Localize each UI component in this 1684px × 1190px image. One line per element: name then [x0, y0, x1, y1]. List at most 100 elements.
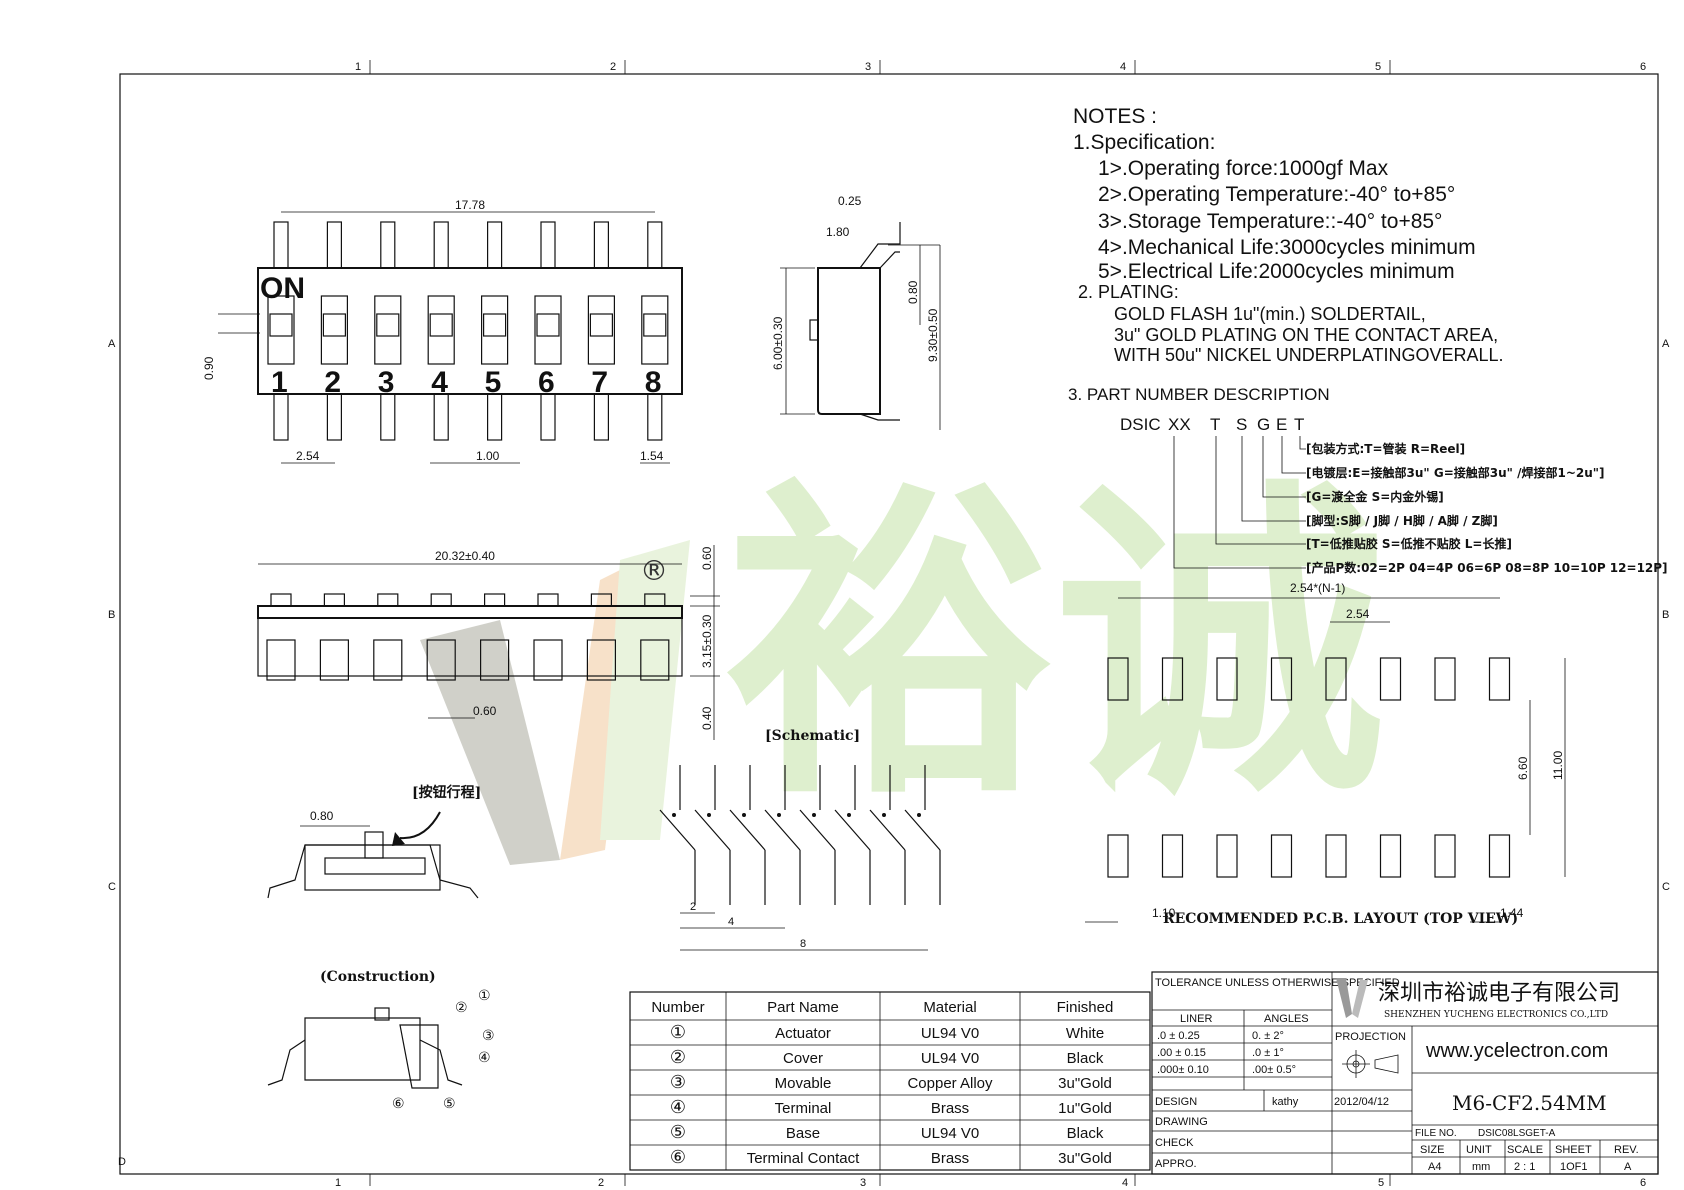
side-dim-d5: 9.30±0.50 [926, 308, 940, 362]
bom-cell: Brass [931, 1150, 969, 1167]
row-label: B [108, 609, 115, 621]
notes: NOTES : 1.Specification: 1>.Operating fo… [1068, 105, 1668, 575]
pcb-dim-inner: 6.60 [1516, 756, 1530, 780]
scale-value: 2 : 1 [1514, 1161, 1535, 1173]
pn-desc-item: [脚型:S脚 / J脚 / H脚 / A脚 / Z脚] [1306, 513, 1498, 528]
spec-item: 4>.Mechanical Life:3000cycles minimum [1098, 236, 1476, 259]
col-label: 5 [1378, 1177, 1384, 1189]
pn-desc-item: [电镀层:E=接触部3u" G=接触部3u" /焊接部1~2u"] [1306, 465, 1605, 480]
pn-code-part: XX [1168, 415, 1191, 434]
bom-cell: 1u"Gold [1058, 1100, 1112, 1117]
switch-actuator [429, 313, 453, 337]
pn-code-part: E [1276, 415, 1287, 434]
plating-item: 3u" GOLD PLATING ON THE CONTACT AREA, [1114, 325, 1498, 345]
bom-cell: ② [670, 1047, 686, 1068]
dim-pitch: 2.54 [296, 449, 320, 463]
plating-title: 2. PLATING: [1078, 282, 1179, 302]
bom-cell: Black [1067, 1050, 1104, 1067]
switch-actuator [322, 313, 346, 337]
sheet-value: 1OF1 [1560, 1161, 1588, 1173]
sheet-label: SHEET [1555, 1144, 1592, 1156]
pn-code-part: G [1257, 415, 1270, 434]
front-dim-length: 20.32±0.40 [435, 549, 495, 563]
sheet-border [119, 73, 1659, 1175]
stroke-dim: 0.80 [310, 809, 334, 823]
bom-cell: Terminal Contact [747, 1150, 860, 1167]
front-actuator [323, 593, 345, 607]
bom-header: Finished [1057, 999, 1114, 1016]
pcb-pad [1107, 834, 1129, 878]
column-ticks [369, 60, 1391, 1186]
bom-cell: ③ [670, 1072, 686, 1093]
schem-contact [917, 813, 921, 817]
company-en: SHENZHEN YUCHENG ELECTRONICS CO.,LTD [1384, 1010, 1608, 1020]
drawing-label: DRAWING [1155, 1116, 1208, 1128]
plating-item: WITH 50u" NICKEL UNDERPLATINGOVERALL. [1114, 345, 1504, 365]
tol-angle: .00± 0.5° [1252, 1064, 1296, 1076]
tol-liner: .000± 0.10 [1157, 1064, 1209, 1076]
pcb-title: RECOMMENDED P.C.B. LAYOUT (TOP VIEW) [1163, 911, 1518, 927]
pn-leader [1241, 436, 1306, 522]
spec-item: 5>.Electrical Life:2000cycles minimum [1098, 260, 1455, 283]
size-value: A4 [1428, 1161, 1441, 1173]
schem-blade [904, 809, 941, 851]
schematic-title: [Schematic] [765, 728, 860, 744]
projection-label: PROJECTION [1335, 1031, 1406, 1043]
check-label: CHECK [1155, 1137, 1194, 1149]
switch-slot [374, 295, 402, 365]
row-label: C [1662, 881, 1670, 893]
file-no-label: FILE NO. [1415, 1128, 1457, 1139]
scale-label: SCALE [1507, 1144, 1543, 1156]
switch-number: 6 [538, 366, 555, 399]
front-dim-bottom: 0.40 [700, 706, 714, 730]
row-label: B [1662, 609, 1669, 621]
pn-code-prefix: DSIC [1120, 415, 1161, 434]
tol-angle: .0 ± 1° [1252, 1047, 1284, 1059]
front-dim-lead: 0.60 [473, 704, 497, 718]
bottom-pin [380, 393, 396, 441]
pcb-dim-pitch: 2.54 [1346, 607, 1370, 621]
bom-header: Material [923, 999, 976, 1016]
front-actuator [590, 593, 613, 607]
top-pin [540, 221, 556, 269]
schem-blade [764, 809, 801, 851]
front-dim-body: 3.15±0.30 [700, 614, 714, 668]
col-label: 3 [860, 1177, 866, 1189]
pcb-pad [1325, 657, 1347, 701]
schem-blade [869, 809, 906, 851]
switch-slot [320, 295, 348, 365]
switch-actuator [643, 313, 667, 337]
bottom-pin [326, 393, 342, 441]
pn-desc-item: [G=渡全金 S=内金外锡] [1306, 489, 1444, 504]
row-label: A [1662, 338, 1670, 350]
rev-value: A [1624, 1161, 1632, 1173]
spec-title: 1.Specification: [1073, 131, 1215, 154]
bom-cell: Black [1067, 1125, 1104, 1142]
switch-slot [641, 295, 669, 365]
plating-item: GOLD FLASH 1u"(min.) SOLDERTAIL, [1114, 304, 1426, 324]
front-lead [319, 639, 349, 681]
pn-leader [1299, 436, 1306, 450]
construction-callout: ⑥ [392, 1096, 405, 1112]
switch-number: 4 [431, 366, 448, 399]
pn-leader [1173, 436, 1306, 569]
unit-value: mm [1472, 1161, 1490, 1173]
switch-slot [267, 295, 295, 365]
design-label: DESIGN [1155, 1096, 1197, 1108]
col-label: 6 [1640, 61, 1646, 73]
col-label: 2 [598, 1177, 604, 1189]
pcb-pad [1216, 657, 1238, 701]
front-actuator [430, 593, 452, 607]
design-name: kathy [1272, 1096, 1299, 1108]
spec-item: 2>.Operating Temperature:-40° to+85° [1098, 183, 1455, 206]
switch-number: 5 [485, 366, 502, 399]
construction-callout: ③ [482, 1028, 495, 1044]
front-actuator [644, 593, 666, 607]
title-block: TOLERANCE UNLESS OTHERWISE SPECIFIED LIN… [1151, 971, 1659, 1175]
liner-label: LINER [1180, 1013, 1212, 1025]
bottom-pin [540, 393, 556, 441]
